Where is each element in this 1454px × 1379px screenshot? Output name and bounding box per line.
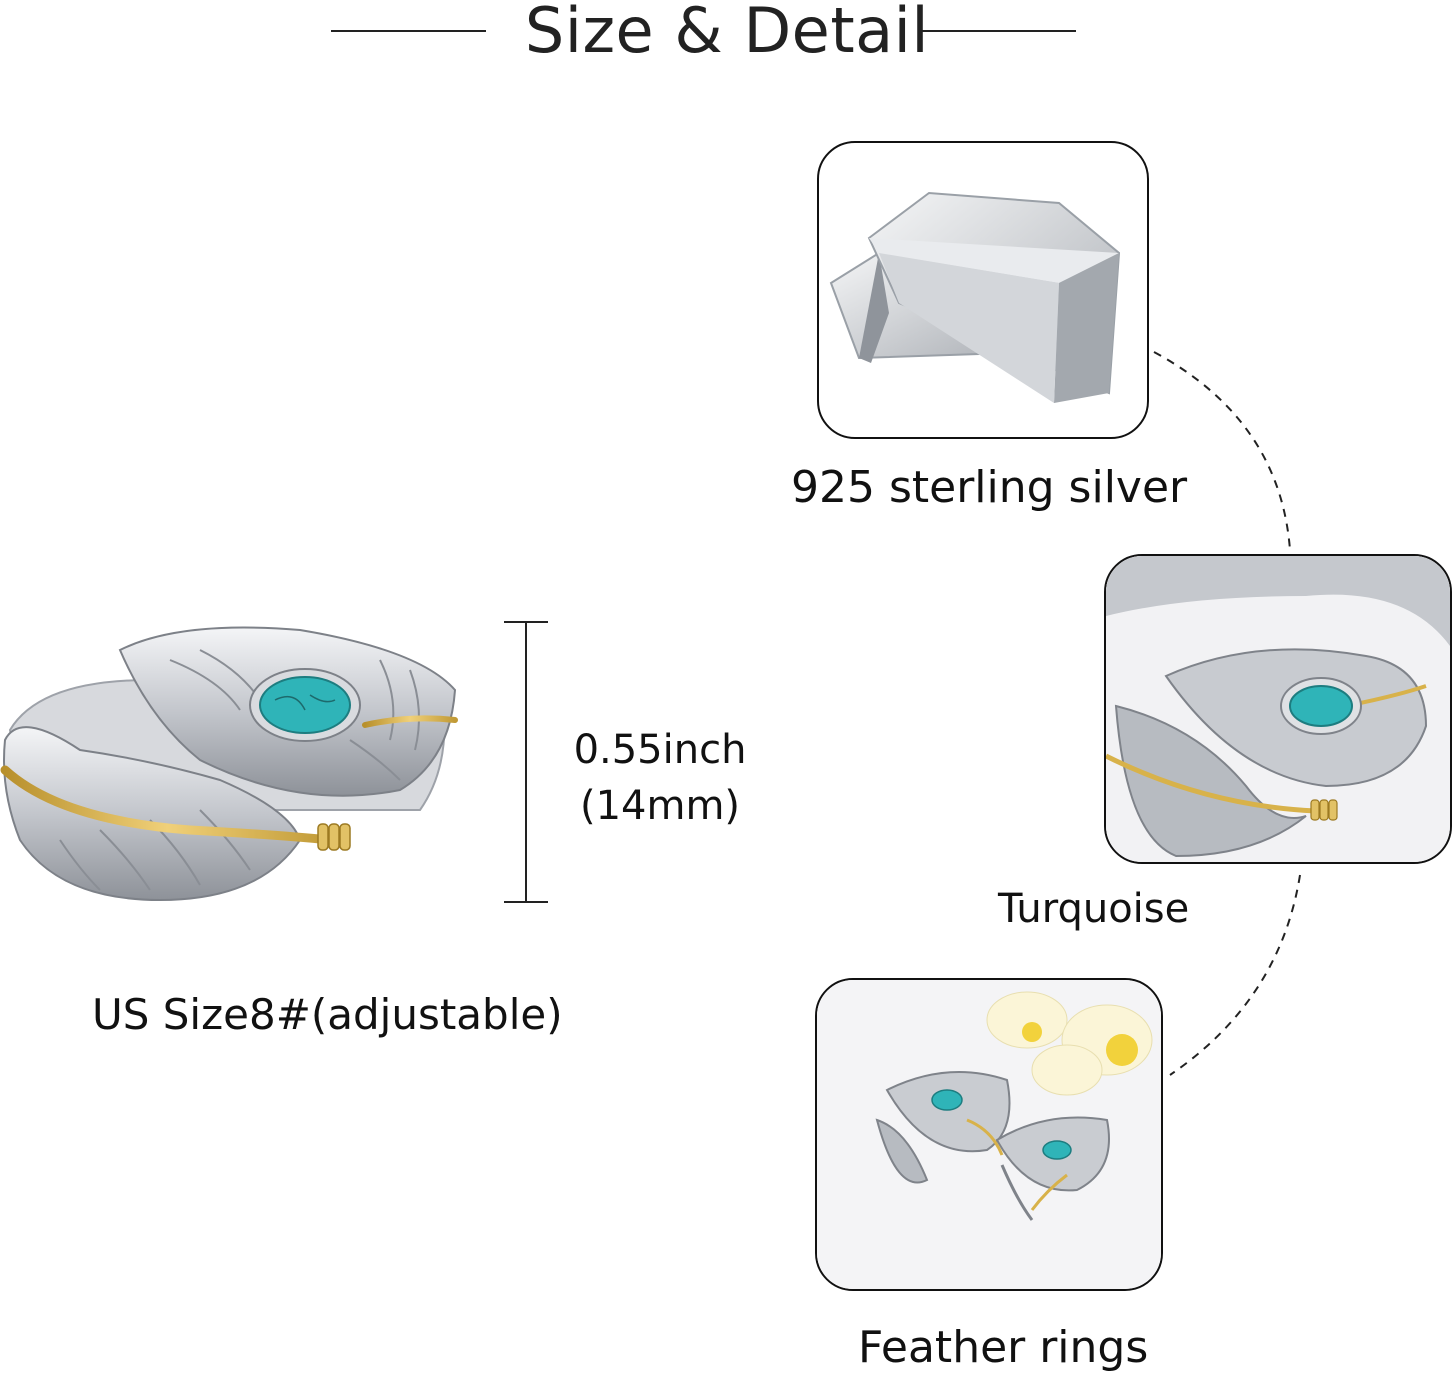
- feather-rings-card: [815, 978, 1163, 1291]
- page-title: Size & Detail: [524, 0, 930, 67]
- height-measure-bracket: [504, 621, 548, 903]
- silver-bars-image: [829, 191, 1121, 403]
- silver-bars-card: [817, 141, 1149, 439]
- feather-rings-image: [817, 980, 1161, 1289]
- feather-ring-image: [0, 626, 458, 902]
- ring-height-inch: 0.55inch: [573, 727, 747, 773]
- title-rule-right: [921, 30, 1076, 32]
- title-rule-left: [331, 30, 486, 32]
- detail-label-feather-rings: Feather rings: [858, 1322, 1149, 1373]
- ring-size-label: US Size8#(adjustable): [92, 990, 563, 1039]
- turquoise-card: [1104, 554, 1452, 864]
- detail-label-turquoise: Turquoise: [998, 886, 1190, 932]
- ring-height-mm: (14mm): [579, 783, 741, 829]
- detail-label-silver: 925 sterling silver: [791, 462, 1188, 513]
- turquoise-closeup-image: [1106, 556, 1450, 862]
- ring-height-label: 0.55inch (14mm): [560, 722, 760, 834]
- dashed-connector: [1153, 351, 1301, 1076]
